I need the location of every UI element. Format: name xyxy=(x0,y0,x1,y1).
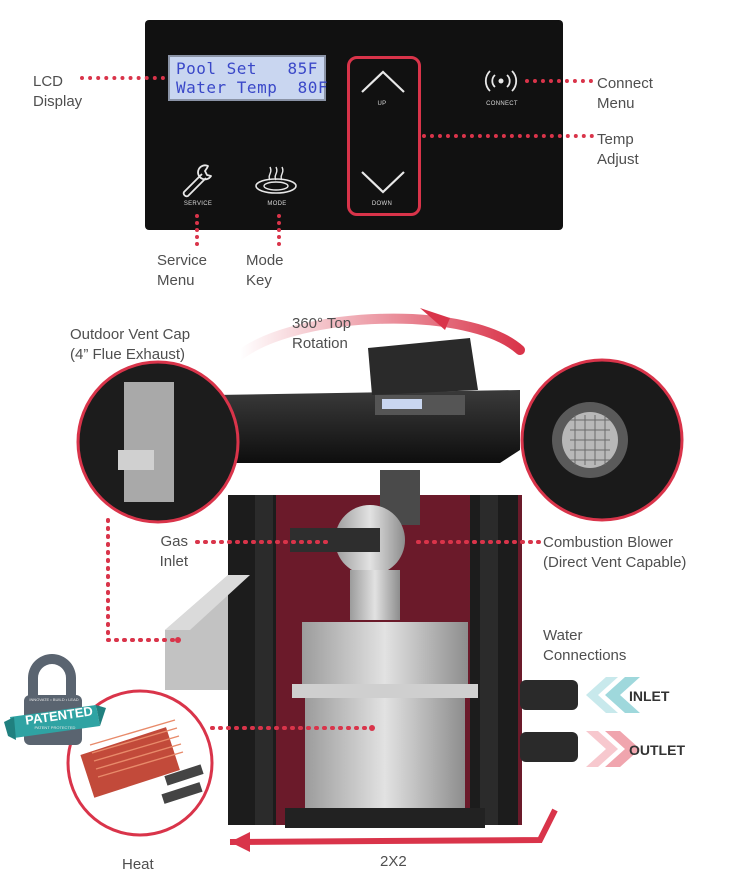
callout-connect-menu: Connect Menu xyxy=(597,75,653,112)
temp-adjust-keys xyxy=(347,56,421,216)
callout-gas-inlet: Gas Inlet xyxy=(159,533,188,570)
wrench-icon[interactable] xyxy=(178,160,216,198)
callout-service-menu: Service Menu xyxy=(157,252,208,289)
mode-button-label: MODE xyxy=(267,201,287,207)
callout-combustion-blower: Combustion Blower (Direct Vent Capable) xyxy=(543,534,687,571)
callout-heat: Heat xyxy=(122,856,154,873)
lcd-line-2: Water Temp 80F xyxy=(176,78,328,97)
leader-line xyxy=(277,214,281,246)
heater-illustration xyxy=(4,308,684,852)
callout-water-connections: Water Connections xyxy=(543,627,627,664)
leader-line xyxy=(195,214,199,246)
lcd-display: Pool Set 85F Water Temp 80F xyxy=(168,55,328,101)
leader-line xyxy=(422,134,594,138)
leader-line xyxy=(80,76,165,80)
lcd-line-1: Pool Set 85F xyxy=(176,59,318,78)
patented-badge-arc-text: INNOVATE • BUILD • LEAD xyxy=(29,697,79,702)
mode-icon[interactable] xyxy=(252,162,300,196)
callout-temp-adjust: Temp Adjust xyxy=(597,131,639,168)
leader-line xyxy=(525,79,593,83)
callout-outlet: OUTLET xyxy=(629,742,685,758)
wireless-connect-icon[interactable] xyxy=(480,66,522,96)
up-arrow-button[interactable] xyxy=(358,68,408,96)
callout-mode-key: Mode Key xyxy=(246,252,284,289)
callout-outdoor-vent-cap: Outdoor Vent Cap (4” Flue Exhaust) xyxy=(70,326,191,363)
up-button-label: UP xyxy=(377,101,387,107)
down-arrow-button[interactable] xyxy=(358,168,408,196)
callout-inlet: INLET xyxy=(629,688,670,704)
patented-badge-subtext: PATENT PROTECTED xyxy=(34,725,76,730)
callout-top-rotation: 360° Top Rotation xyxy=(292,315,352,352)
service-button-label: SERVICE xyxy=(183,201,213,207)
callout-footprint: 2X2 xyxy=(380,853,407,870)
down-button-label: DOWN xyxy=(371,201,393,207)
connect-button-label: CONNECT xyxy=(486,101,518,107)
callout-lcd-display: LCD Display xyxy=(33,73,83,110)
